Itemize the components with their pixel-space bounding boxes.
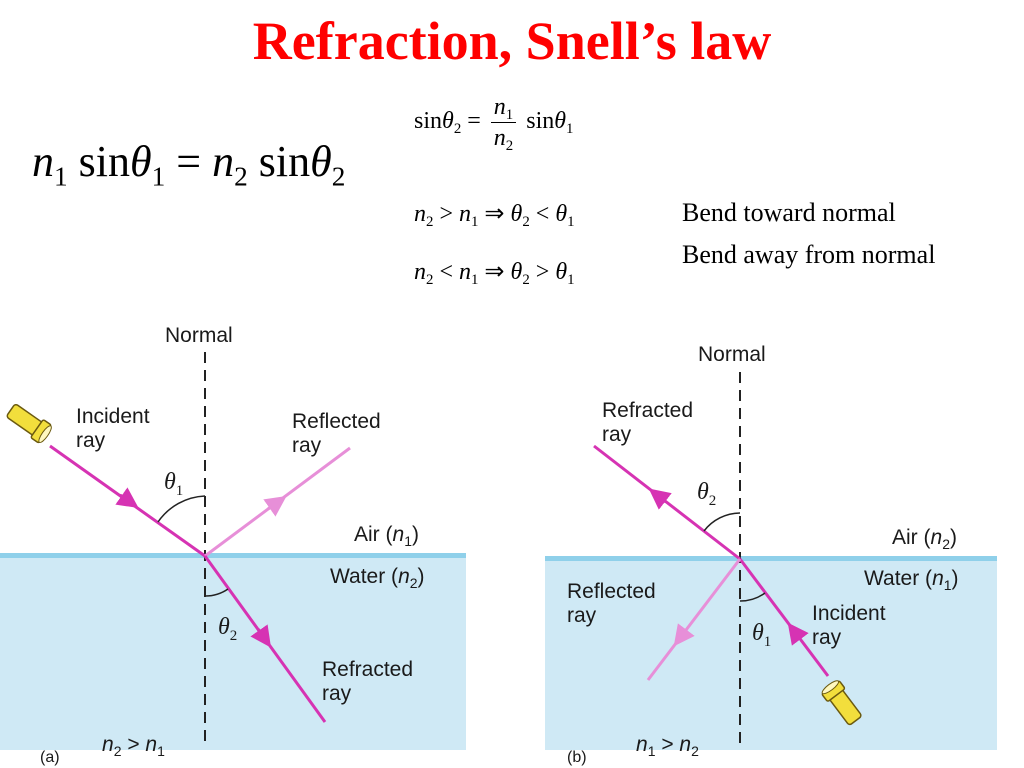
refracted-label-2: ray xyxy=(322,682,352,705)
theta2-label: θ2 xyxy=(697,479,716,509)
refracted-arrow xyxy=(250,624,272,648)
index-condition-b: n1 > n2 xyxy=(636,733,699,759)
water-label: Water (n1) xyxy=(864,567,959,593)
reflected-label-2: ray xyxy=(292,434,322,457)
theta2-label: θ2 xyxy=(218,614,237,644)
index-ratio-fraction: n1 n2 xyxy=(490,92,517,154)
note-bend-toward: Bend toward normal xyxy=(682,198,896,227)
flashlight-icon xyxy=(6,403,52,444)
condition-away-from-normal: n2 < n1 ⇒ θ2 > θ1 xyxy=(414,259,575,289)
reflected-label: Reflected xyxy=(567,580,656,603)
refracted-label: Refracted xyxy=(322,658,413,681)
flashlight-icon xyxy=(821,680,862,726)
theta1-arc xyxy=(157,495,206,523)
incident-label: Incident xyxy=(76,405,150,428)
theta1-label: θ1 xyxy=(164,469,183,499)
slide-title: Refraction, Snell’s law xyxy=(252,11,772,71)
reflected-arrow xyxy=(673,623,695,647)
water-region xyxy=(0,556,466,750)
incident-arrow xyxy=(115,487,139,509)
theta1-arc xyxy=(739,592,766,602)
reflected-label: Reflected xyxy=(292,410,381,433)
normal-label: Normal xyxy=(698,343,766,366)
air-label: Air (n2) xyxy=(892,526,957,552)
panel-b: Normal Refracted ray Reflected ray Incid… xyxy=(545,343,997,766)
incident-label-2: ray xyxy=(812,626,842,649)
note-bend-away: Bend away from normal xyxy=(682,240,936,269)
incident-label: Incident xyxy=(812,602,886,625)
refracted-ray xyxy=(593,444,741,561)
theta2-arc xyxy=(703,512,741,532)
condition-toward-normal: n2 > n1 ⇒ θ2 < θ1 xyxy=(414,201,575,231)
theta2-arc xyxy=(204,588,229,597)
snell-equation: n1 sinθ1 = n2 sinθ2 xyxy=(32,137,346,192)
panel-a: Normal Incident ray Reflected ray Refrac… xyxy=(0,324,466,766)
incident-arrow xyxy=(787,622,809,646)
index-condition-a: n2 > n1 xyxy=(102,733,165,759)
reflected-ray xyxy=(646,558,742,681)
incident-ray xyxy=(738,558,830,677)
water-label: Water (n2) xyxy=(330,565,425,591)
normal-label: Normal xyxy=(165,324,233,347)
panel-a-tag: (a) xyxy=(40,749,60,766)
water-surface xyxy=(0,553,466,558)
theta1-label: θ1 xyxy=(752,620,771,650)
air-label: Air (n1) xyxy=(354,523,419,549)
refracted-label-2: ray xyxy=(602,423,632,446)
water-region xyxy=(545,559,997,750)
refracted-label: Refracted xyxy=(602,399,693,422)
water-surface xyxy=(545,556,997,561)
sin-theta2-equation: sinθ2 = n1 n2 sinθ1 xyxy=(414,92,574,155)
reflected-arrow xyxy=(263,495,287,517)
reflected-label-2: ray xyxy=(567,604,597,627)
refraction-diagram: Normal Incident ray Reflected ray Refrac… xyxy=(0,324,997,766)
refracted-arrow xyxy=(648,488,672,510)
incident-label-2: ray xyxy=(76,429,106,452)
panel-b-tag: (b) xyxy=(567,749,587,766)
